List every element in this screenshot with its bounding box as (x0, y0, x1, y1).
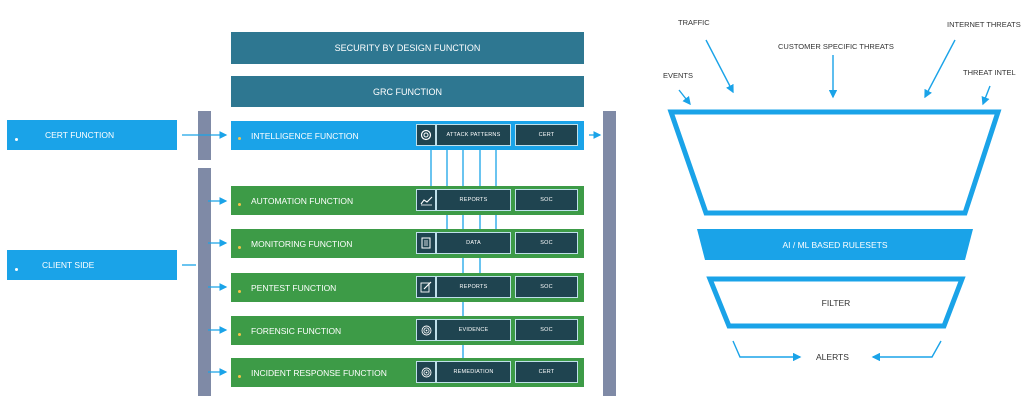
client-side-label: CLIENT SIDE (42, 260, 95, 270)
grc-bar: GRC FUNCTION (231, 76, 584, 107)
bullet-dot (238, 137, 241, 140)
function-label: AUTOMATION FUNCTION (251, 195, 354, 206)
attack-patterns-box: ATTACK PATTERNS (436, 124, 511, 146)
soc-box: SOC (515, 189, 578, 211)
customer-specific-threats-label: CUSTOMER SPECIFIC THREATS (778, 42, 894, 51)
right-bar (603, 111, 616, 396)
cert-function-label: CERT FUNCTION (45, 130, 115, 140)
function-label: PENTEST FUNCTION (251, 282, 337, 293)
function-row-intelligence: INTELLIGENCE FUNCTION ATTACK PATTERNS CE… (231, 121, 584, 150)
client-side-box: CLIENT SIDE (7, 250, 177, 280)
left-bar-bottom (198, 168, 211, 396)
cert-function-box: CERT FUNCTION (7, 120, 177, 150)
document-icon (416, 232, 436, 254)
bullet-dot (238, 290, 241, 293)
soc-box: SOC (515, 232, 578, 254)
filter-shape (706, 276, 966, 329)
function-label: FORENSIC FUNCTION (251, 325, 342, 336)
security-by-design-bar: SECURITY BY DESIGN FUNCTION (231, 32, 584, 64)
function-row-forensic: FORENSIC FUNCTION EVIDENCE SOC (231, 316, 584, 345)
reports-box: REPORTS (436, 276, 511, 298)
soc-box: SOC (515, 276, 578, 298)
cert-box: CERT (515, 361, 578, 383)
function-label: MONITORING FUNCTION (251, 238, 353, 249)
function-row-incident-response: INCIDENT RESPONSE FUNCTION REMEDIATION C… (231, 358, 584, 387)
evidence-box: EVIDENCE (436, 319, 511, 341)
funnel-top (667, 109, 1002, 216)
grc-label: GRC FUNCTION (373, 86, 442, 97)
cert-box: CERT (515, 124, 578, 146)
remediation-box: REMEDIATION (436, 361, 511, 383)
bullet-dot (15, 138, 18, 141)
bullet-dot (238, 375, 241, 378)
bullet-dot (238, 246, 241, 249)
rulesets-band (697, 229, 973, 260)
internet-threats-label: INTERNET THREATS (947, 20, 1021, 29)
line-chart-icon (416, 189, 436, 211)
signature-icon (416, 276, 436, 298)
bullet-dot (238, 203, 241, 206)
soc-box: SOC (515, 319, 578, 341)
traffic-label: TRAFFIC (678, 18, 710, 27)
filter-label: FILTER (821, 297, 851, 308)
security-by-design-label: SECURITY BY DESIGN FUNCTION (334, 43, 481, 53)
threat-intel-label: THREAT INTEL (963, 68, 1016, 77)
attack-patterns-icon (416, 124, 436, 146)
data-box: DATA (436, 232, 511, 254)
rulesets-label: AI / ML BASED RULESETS (782, 239, 888, 250)
function-row-automation: AUTOMATION FUNCTION REPORTS SOC (231, 186, 584, 215)
bullet-dot (15, 268, 18, 271)
fingerprint-icon (416, 361, 436, 383)
function-row-monitoring: MONITORING FUNCTION DATA SOC (231, 229, 584, 258)
function-row-pentest: PENTEST FUNCTION REPORTS SOC (231, 273, 584, 302)
alerts-label: ALERTS (816, 352, 849, 362)
reports-box: REPORTS (436, 189, 511, 211)
function-label: INCIDENT RESPONSE FUNCTION (251, 367, 387, 378)
fingerprint-icon (416, 319, 436, 341)
bullet-dot (238, 333, 241, 336)
function-label: INTELLIGENCE FUNCTION (251, 130, 359, 141)
events-label: EVENTS (663, 71, 694, 80)
